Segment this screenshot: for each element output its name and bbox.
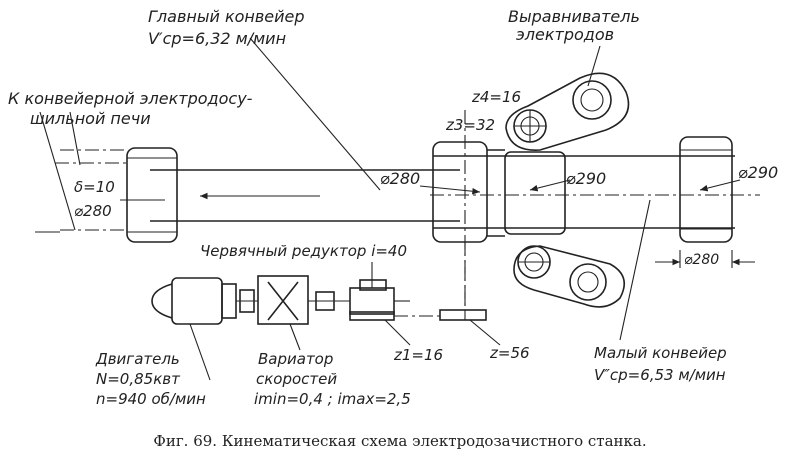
variator-label-3: imin=0,4 ; imax=2,5 xyxy=(254,390,411,408)
d280-mid-label: ⌀280 xyxy=(380,169,420,188)
main-conveyor xyxy=(55,147,460,243)
motor-label-2: N=0,85квт xyxy=(96,370,181,388)
worm-gear xyxy=(349,287,395,315)
main-conveyor-label: Главный конвейер xyxy=(148,7,305,26)
motor-label-3: n=940 об/мин xyxy=(96,390,206,408)
variator xyxy=(257,275,309,325)
aligner-lower xyxy=(513,245,626,308)
z3-label: z3=32 xyxy=(445,116,495,134)
d290-right-label: ⌀290 xyxy=(738,163,778,182)
aligner-label-1: Выравниватель xyxy=(508,7,640,26)
small-speed-label: V″ср=6,53 м/мин xyxy=(594,366,726,384)
z1-label: z1=16 xyxy=(393,346,443,364)
d290-mid-label: ⌀290 xyxy=(566,169,606,188)
drive-line xyxy=(151,199,651,381)
delta-label: δ=10 xyxy=(74,178,115,196)
figure-caption: Фиг. 69. Кинематическая схема электродоз… xyxy=(153,432,646,450)
to-oven-label-2: шильной печи xyxy=(30,109,151,128)
worm-gear-label: Червячный редуктор i=40 xyxy=(200,242,407,260)
variator-label-1: Вариатор xyxy=(258,350,333,368)
d280-bottom-label: ⌀280 xyxy=(684,252,719,268)
z56-label: z=56 xyxy=(489,344,530,362)
small-conveyor-label: Малый конвейер xyxy=(594,344,727,362)
z4-label: z4=16 xyxy=(471,88,521,106)
d280-left-label: ⌀280 xyxy=(74,202,112,220)
aligner-upper xyxy=(505,45,630,151)
motor xyxy=(171,277,223,325)
variator-label-2: скоростей xyxy=(256,370,337,388)
to-oven-label-1: К конвейерной электродосу- xyxy=(8,89,253,108)
aligner-label-2: электродов xyxy=(516,25,614,44)
left-drum xyxy=(126,147,178,243)
main-speed-label: V′ср=6,32 м/мин xyxy=(148,29,286,48)
drive-drums xyxy=(419,110,760,320)
motor-label-1: Двигатель xyxy=(95,350,180,368)
